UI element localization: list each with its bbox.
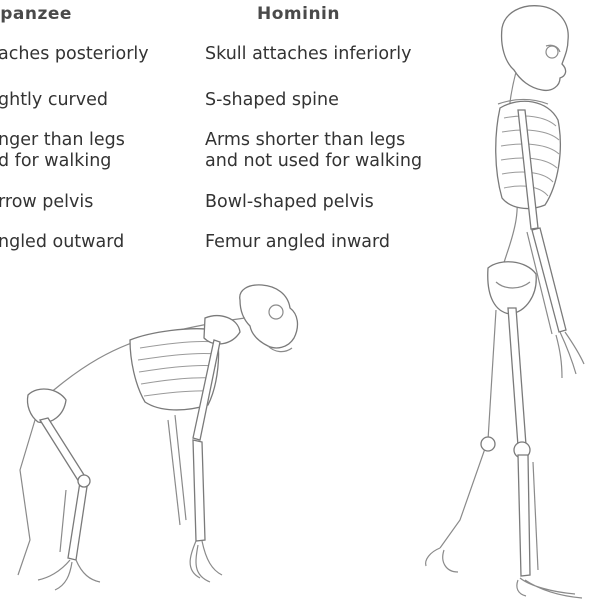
chimp-skull (240, 285, 298, 348)
hominin-back-leg (440, 310, 496, 548)
chimp-forearm (193, 440, 205, 541)
hominin-tibia (518, 455, 530, 576)
chimp-pelvis (27, 389, 66, 423)
hominin-skeleton (426, 6, 584, 598)
chimp-foot (38, 560, 100, 590)
hominin-foot (517, 578, 582, 598)
chimp-tibia (68, 480, 88, 560)
hominin-femur (508, 308, 526, 446)
chimp-hand (190, 541, 222, 582)
hominin-forearm (532, 228, 566, 332)
hominin-hand (556, 332, 584, 378)
chimp-femur (40, 418, 86, 482)
chimpanzee-skeleton (18, 285, 297, 590)
